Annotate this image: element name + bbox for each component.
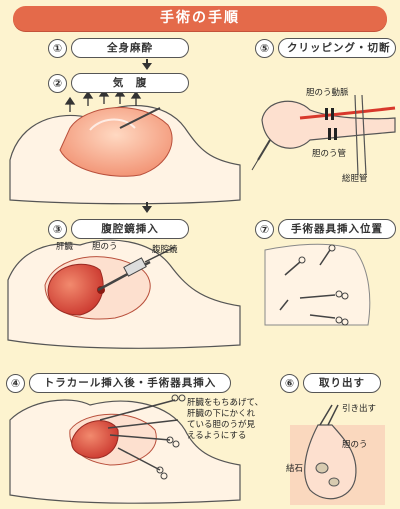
step-4-label: トラカール挿入後・手術器具挿入 — [29, 373, 231, 393]
label-pull-out: 引き出す — [342, 404, 377, 414]
removal-illustration — [290, 404, 385, 505]
step-5-label: クリッピング・切断 — [278, 38, 396, 58]
step-2-number: ② — [48, 74, 67, 93]
label-gallbladder: 胆のう — [92, 242, 118, 252]
step-4-note: 肝臓をもちあげて、 肝臓の下にかくれ ている胆のうが見 えるようにする — [187, 398, 263, 442]
step-3-number: ③ — [48, 220, 67, 239]
note-line-4: えるようにする — [187, 431, 247, 441]
label-stone: 結石 — [286, 464, 304, 474]
note-line-2: 肝臓の下にかくれ — [187, 409, 256, 419]
arrow-2-stem — [146, 202, 148, 207]
title-bar: 手術の手順 — [13, 6, 387, 31]
label-gallbladder-2: 胆のう — [342, 440, 368, 450]
instruments-illustration — [9, 394, 241, 504]
arrow-1-head — [142, 63, 152, 70]
positions-illustration — [264, 243, 371, 326]
laparoscope-illustration — [7, 239, 241, 349]
step-2-label: 気 腹 — [71, 73, 189, 93]
step-6-label: 取り出す — [303, 373, 381, 393]
page-title: 手術の手順 — [160, 10, 240, 26]
label-cystic-duct: 胆のう管 — [312, 149, 347, 159]
label-liver: 肝臓 — [56, 242, 74, 252]
step-1-number: ① — [48, 39, 67, 58]
arrow-1-stem — [146, 59, 148, 64]
step-4-number: ④ — [6, 374, 25, 393]
step-1-label: 全身麻酔 — [71, 38, 189, 58]
label-cystic-artery: 胆のう動脈 — [306, 88, 349, 98]
step-5-number: ⑤ — [255, 39, 274, 58]
note-line-1: 肝臓をもちあげて、 — [187, 398, 264, 408]
note-line-3: ている胆のうが見 — [187, 420, 256, 430]
step-6-number: ⑥ — [280, 374, 299, 393]
insufflation-illustration — [9, 88, 241, 205]
label-laparoscope: 腹腔鏡 — [152, 245, 178, 255]
clipping-illustration — [251, 94, 396, 176]
step-3-label: 腹腔鏡挿入 — [71, 219, 189, 239]
gas-arrows — [64, 88, 142, 112]
step-7-number: ⑦ — [255, 220, 274, 239]
label-common-bile-duct: 総胆管 — [342, 174, 368, 184]
arrow-2-head — [142, 206, 152, 213]
step-7-label: 手術器具挿入位置 — [278, 219, 396, 239]
